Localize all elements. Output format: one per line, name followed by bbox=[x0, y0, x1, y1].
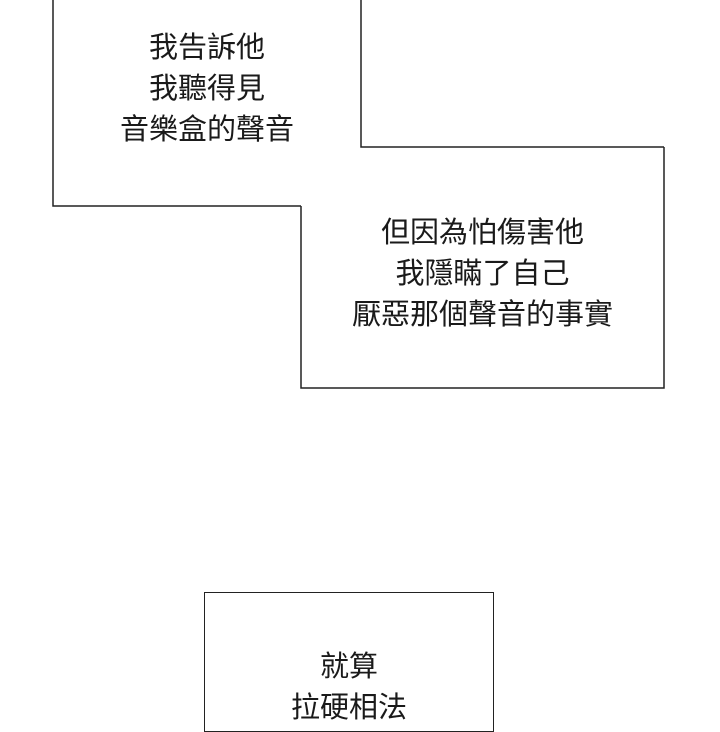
caption-top-left: 我告訴他 我聽得見 音樂盒的聲音 bbox=[53, 27, 361, 150]
panel-outlines bbox=[52, 0, 665, 389]
caption-bottom-line-1: 就算 bbox=[319, 649, 378, 683]
panel-middle-right-border bbox=[300, 147, 665, 389]
caption-top-left-line-1: 我告訴他 bbox=[148, 30, 265, 64]
caption-middle-right: 但因為怕傷害他 我隱瞞了自己 厭惡那個聲音的事實 bbox=[301, 212, 664, 335]
panel-top-left-border bbox=[52, 0, 301, 207]
caption-bottom-line-2: 拉硬相法 bbox=[290, 690, 407, 724]
caption-top-left-line-2: 我聽得見 bbox=[148, 71, 265, 105]
panel-top-left-right-edge bbox=[360, 0, 664, 148]
caption-middle-right-line-1: 但因為怕傷害他 bbox=[380, 215, 584, 249]
caption-middle-right-line-3: 厭惡那個聲音的事實 bbox=[351, 297, 613, 331]
caption-bottom: 就算 拉硬相法 bbox=[204, 646, 494, 728]
caption-middle-right-line-2: 我隱瞞了自己 bbox=[395, 256, 570, 290]
caption-top-left-line-3: 音樂盒的聲音 bbox=[119, 112, 294, 146]
